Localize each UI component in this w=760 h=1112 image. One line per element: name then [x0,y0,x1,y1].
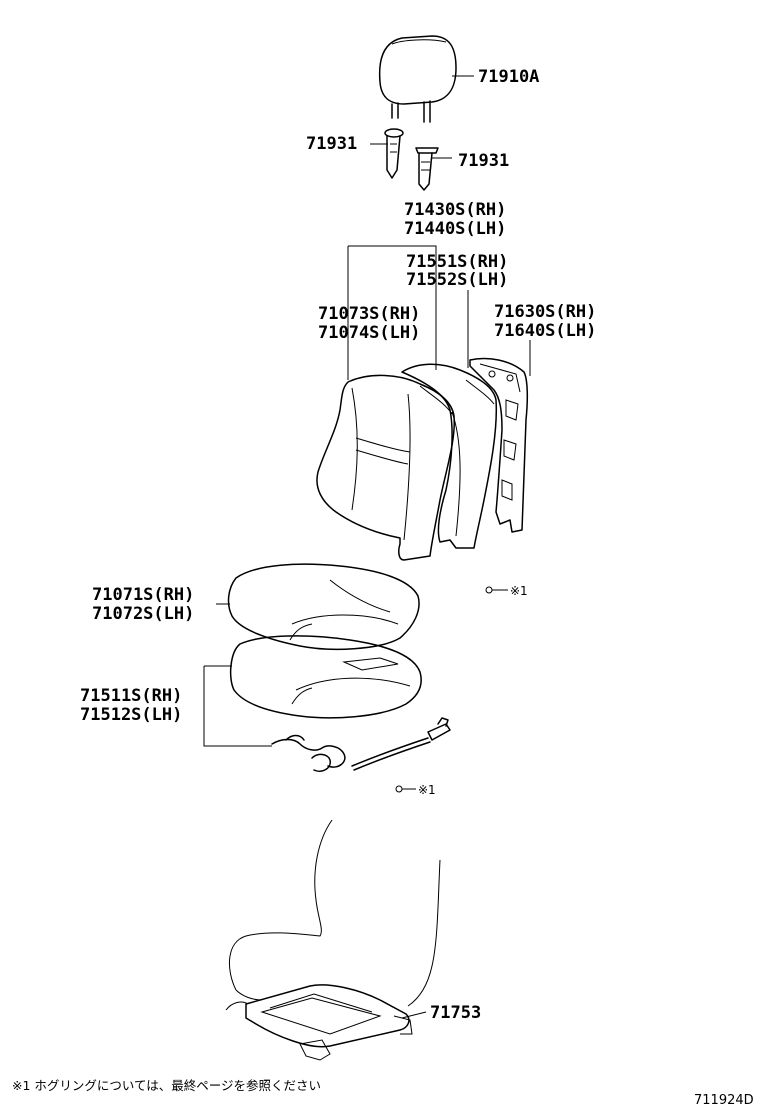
label-cushion-pad-lh: 71512S(LH) [80,705,182,725]
seat-cushion-assembly[interactable] [227,563,420,651]
label-back-cover-rh: 71430S(RH) [404,200,506,220]
footnote-text: ※1 ホグリングについては、最終ページを参照ください [12,1078,321,1093]
label-headrest: 71910A [478,67,539,87]
seat-wire-harness[interactable] [271,717,451,772]
label-shield: 71753 [430,1003,481,1023]
label-cushion-pad-rh: 71511S(RH) [80,686,182,706]
ref-mark-upper: ※1 [510,584,528,598]
label-support-left: 71931 [306,134,357,154]
hog-ring-clip-icon-lower [395,785,416,793]
label-back-frame-rh: 71630S(RH) [494,302,596,322]
seat-back-pad[interactable] [401,363,498,549]
headrest-part[interactable] [378,35,457,123]
hog-ring-clip-icon-upper [485,586,508,594]
label-back-pad-lh: 71552S(LH) [406,270,508,290]
seat-back-assembly[interactable] [316,374,456,561]
seat-cushion-pad[interactable] [229,635,422,719]
label-back-assy-lh: 71074S(LH) [318,323,420,343]
seat-cushion-shield[interactable] [225,984,413,1061]
label-cushion-assy-lh: 71072S(LH) [92,604,194,624]
label-back-assy-rh: 71073S(RH) [318,304,420,324]
seat-back-frame[interactable] [469,357,529,533]
seat-silhouette [228,819,441,1007]
headrest-support-right[interactable] [415,147,439,191]
label-support-right: 71931 [458,151,509,171]
label-back-pad-rh: 71551S(RH) [406,252,508,272]
leader-lines [203,75,531,1019]
ref-mark-lower: ※1 [418,783,436,797]
figure-code: 711924D [694,1093,754,1108]
headrest-support-left[interactable] [384,128,404,179]
label-back-cover-lh: 71440S(LH) [404,219,506,239]
label-back-frame-lh: 71640S(LH) [494,321,596,341]
label-cushion-assy-rh: 71071S(RH) [92,585,194,605]
